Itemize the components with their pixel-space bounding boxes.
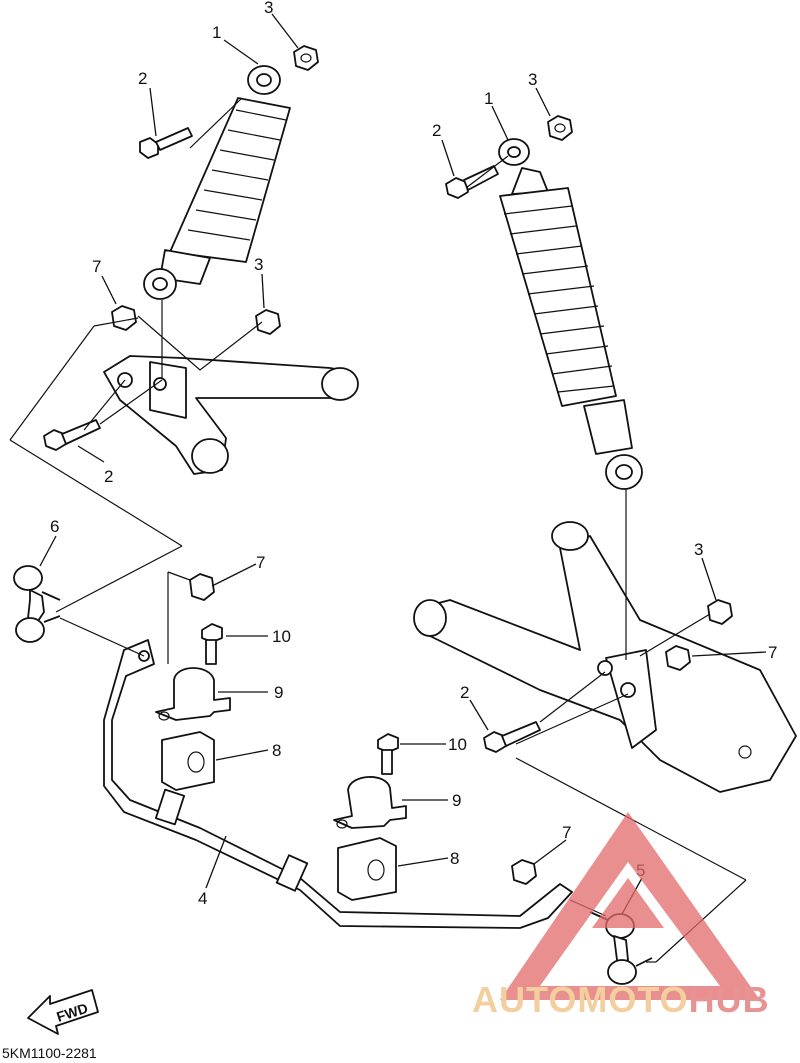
right-shock-absorber xyxy=(498,138,643,490)
nut-3-right-arm xyxy=(707,599,733,625)
callout-3: 3 xyxy=(254,255,263,274)
nut-7-left-arm xyxy=(111,305,137,331)
callout-3: 3 xyxy=(694,540,703,559)
callout-2: 2 xyxy=(432,121,441,140)
bolt-2-left-top xyxy=(139,127,193,159)
bolt-2-left-arm xyxy=(43,419,101,451)
callout-1: 1 xyxy=(212,23,221,42)
callout-3: 3 xyxy=(264,0,273,17)
callout-7: 7 xyxy=(562,823,571,842)
callout-9: 9 xyxy=(452,791,461,810)
callout-2: 2 xyxy=(460,683,469,702)
callout-10: 10 xyxy=(272,627,291,646)
callout-7: 7 xyxy=(92,257,101,276)
bolt-2-right-top xyxy=(445,165,499,199)
bolt-10-right xyxy=(377,733,399,775)
nut-3-left-top xyxy=(293,45,319,71)
callout-9: 9 xyxy=(274,683,283,702)
bushing-8-left xyxy=(161,731,215,791)
nut-3-right-top xyxy=(547,115,573,141)
bracket-9-left xyxy=(155,667,231,721)
bushing-8-right xyxy=(337,837,397,901)
bolt-2-right-arm xyxy=(483,721,541,753)
callout-7: 7 xyxy=(768,643,777,662)
nut-7-right-bar xyxy=(511,859,537,885)
callout-10: 10 xyxy=(448,735,467,754)
callout-7: 7 xyxy=(256,553,265,572)
callout-8: 8 xyxy=(450,849,459,868)
callout-2: 2 xyxy=(138,69,147,88)
callout-1: 1 xyxy=(484,89,493,108)
callout-8: 8 xyxy=(272,741,281,760)
stabilizer-link-6 xyxy=(13,565,61,643)
stabilizer-bar-4 xyxy=(103,639,573,929)
diagram-code: 5KM1100-2281 xyxy=(2,1045,97,1061)
fwd-arrow: FWD xyxy=(27,989,99,1035)
nut-7-left-bar xyxy=(189,573,215,601)
watermark-text: AUTOMOTOHUB xyxy=(472,979,770,1020)
left-shock-absorber xyxy=(143,65,291,300)
callout-4: 4 xyxy=(198,889,207,908)
right-lower-arm xyxy=(413,521,797,793)
callout-2: 2 xyxy=(104,467,113,486)
automotohub-watermark: AUTOMOTOHUB xyxy=(472,812,770,1020)
bolt-10-left xyxy=(201,623,223,665)
bracket-9-right xyxy=(333,776,407,829)
callout-3: 3 xyxy=(528,70,537,89)
left-lower-arm xyxy=(103,355,359,475)
nut-3-left-arm xyxy=(255,309,281,335)
callout-numbers: 1 3 2 1 3 2 7 3 2 6 7 10 9 8 3 7 2 10 9 … xyxy=(50,0,777,908)
callout-6: 6 xyxy=(50,517,59,536)
nut-7-right-arm xyxy=(665,645,691,671)
